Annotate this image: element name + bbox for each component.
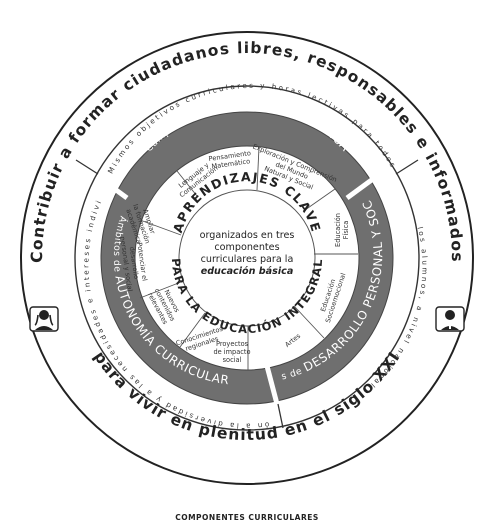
band-separators xyxy=(95,173,379,405)
diagram-caption: COMPONENTES CURRICULARES xyxy=(175,513,319,522)
student-boy-icon xyxy=(435,306,465,332)
svg-text:de impacto: de impacto xyxy=(213,348,250,356)
svg-text:Educación: Educación xyxy=(334,213,342,247)
core-line-2: componentes xyxy=(214,242,279,253)
core-line-3: curriculares para la xyxy=(201,254,294,265)
core-emphasis: educación básica xyxy=(201,265,294,277)
cell-educacion-fisica: Educación Física xyxy=(334,213,350,247)
svg-text:social: social xyxy=(223,356,242,364)
core-circle xyxy=(178,189,316,327)
cell-proyectos: Proyectos de impacto social xyxy=(213,340,250,364)
student-girl-icon xyxy=(29,306,59,332)
ring-separators xyxy=(75,159,419,429)
svg-text:Proyectos: Proyectos xyxy=(216,340,249,348)
cell-potenciar: Potenciar el desarrollo personal y socia… xyxy=(118,236,148,292)
cell-dividers xyxy=(139,146,358,370)
svg-text:Física: Física xyxy=(342,221,350,240)
core-line-1: organizados en tres xyxy=(200,230,295,241)
